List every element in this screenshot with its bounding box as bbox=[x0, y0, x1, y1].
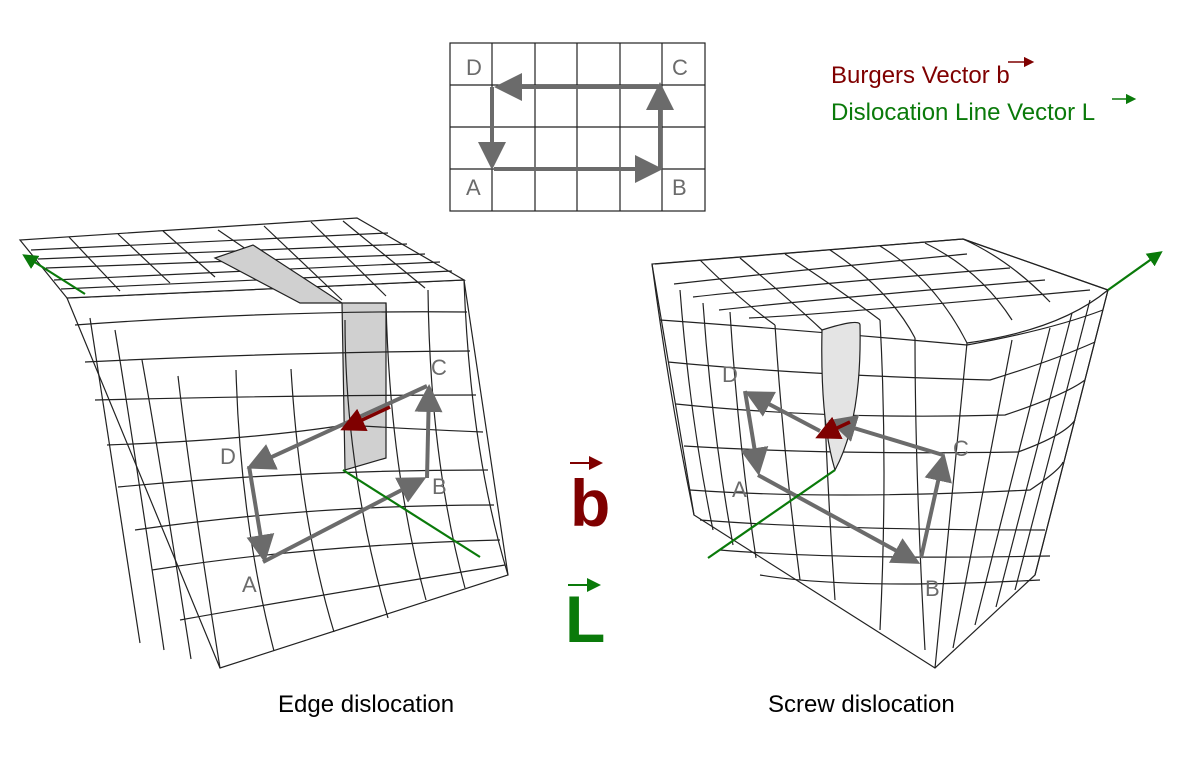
edge-block bbox=[18, 217, 509, 669]
screw-circuit bbox=[740, 390, 952, 564]
edge-circuit bbox=[246, 384, 443, 564]
flat-label-c: C bbox=[672, 55, 688, 80]
edge-label-b: B bbox=[432, 474, 447, 499]
edge-caption: Edge dislocation bbox=[278, 691, 454, 718]
screw-dislocation-line bbox=[707, 469, 836, 559]
flat-label-d: D bbox=[466, 55, 482, 80]
screw-block bbox=[651, 238, 1109, 669]
screw-burgers-vector bbox=[815, 416, 851, 439]
edge-label-a: A bbox=[242, 572, 257, 597]
flat-label-b: B bbox=[672, 175, 687, 200]
legend-burgers: Burgers Vector b bbox=[831, 62, 1010, 89]
edge-line-vector bbox=[22, 254, 86, 295]
edge-burgers-vector bbox=[340, 405, 391, 431]
legend-line: Dislocation Line Vector L bbox=[831, 99, 1095, 126]
screw-label-c: C bbox=[953, 436, 969, 461]
screw-caption: Screw dislocation bbox=[768, 691, 955, 718]
screw-label-a: A bbox=[732, 477, 747, 502]
flat-label-a: A bbox=[466, 175, 481, 200]
flat-grid bbox=[449, 42, 706, 212]
flat-grid-circuit bbox=[478, 73, 674, 183]
edge-dislocation-line bbox=[342, 469, 481, 558]
screw-label-d: D bbox=[722, 362, 738, 387]
edge-label-c: C bbox=[431, 355, 447, 380]
edge-label-d: D bbox=[220, 444, 236, 469]
burgers-vector-symbol: b bbox=[570, 466, 610, 540]
line-vector-symbol: L bbox=[565, 582, 605, 656]
screw-line-vector bbox=[1107, 251, 1163, 291]
screw-label-b: B bbox=[925, 576, 940, 601]
